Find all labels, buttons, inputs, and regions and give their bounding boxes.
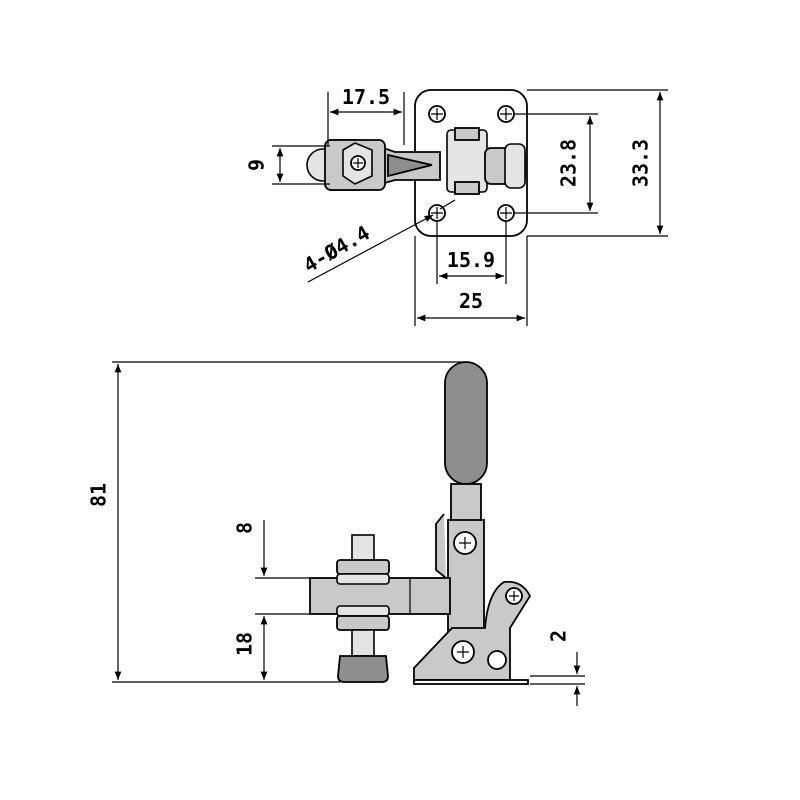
dim-label-base-height: 33.3	[629, 139, 653, 187]
dim-label-hole-callout: 4-Ø4.4	[299, 220, 374, 277]
dim-base-thickness: 2	[530, 630, 585, 706]
dim-label-hole-spacing-v: 23.8	[557, 139, 581, 187]
clamp-body-top	[446, 127, 526, 195]
dim-label-arm-top: 8	[233, 522, 257, 534]
dim-label-base-thickness: 2	[547, 630, 571, 642]
dim-label-total-height: 81	[87, 483, 111, 507]
top-view: 17.5 9 23.8 33.3 4-Ø4.4	[245, 85, 668, 326]
dim-base-width: 25	[414, 236, 528, 326]
dim-label-hole-spacing-h: 15.9	[447, 248, 495, 272]
handle-grip	[444, 361, 488, 485]
dim-base-height: 33.3	[527, 89, 668, 237]
dim-label-top-height: 9	[245, 159, 269, 171]
dim-hole-spacing-h: 15.9	[436, 222, 507, 284]
dim-label-top-width: 17.5	[342, 85, 390, 109]
dim-total-height: 81	[87, 361, 465, 683]
dim-hole-spacing-v: 23.8	[515, 113, 598, 214]
handle-shaft	[450, 483, 482, 525]
dim-arm-bottom: 18	[233, 613, 312, 680]
side-view: 81 8 18 2	[87, 361, 585, 706]
spindle	[336, 534, 390, 683]
dim-label-arm-bottom: 18	[233, 632, 257, 656]
dim-top-height: 9	[245, 145, 330, 185]
clamp-arm-top	[306, 139, 441, 191]
dim-label-base-width: 25	[459, 289, 483, 313]
dim-arm-top: 8	[233, 520, 312, 579]
dim-top-width: 17.5	[327, 85, 405, 145]
